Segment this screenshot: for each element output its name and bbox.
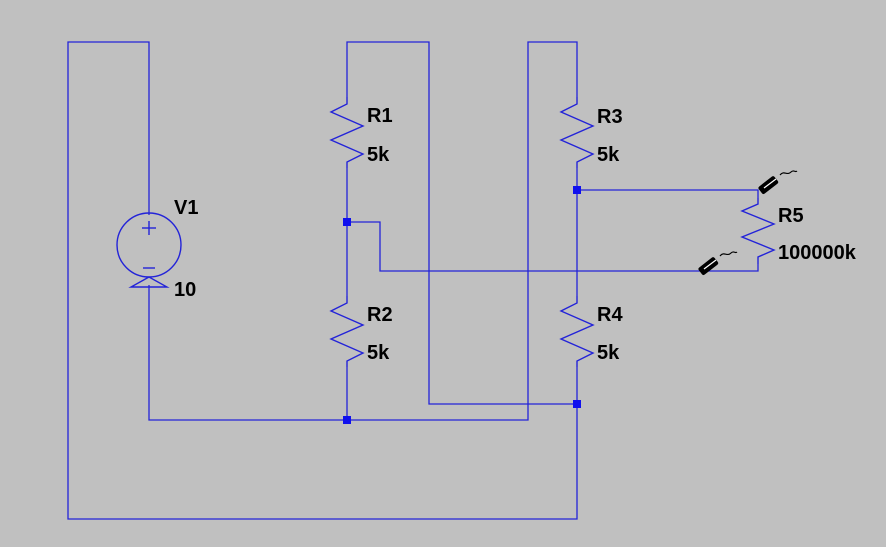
- resistor-r3[interactable]: [559, 97, 595, 168]
- voltage-probe-icon[interactable]: [758, 170, 798, 195]
- wire-v1-top-outer-loop[interactable]: [67, 41, 578, 520]
- resistor-r1[interactable]: [329, 97, 365, 168]
- wire-v1-bottom-to-r2[interactable]: [148, 41, 578, 421]
- v1-value-label: 10: [174, 279, 196, 301]
- junction-r4-bottom: [573, 400, 581, 408]
- r5-name-label: R5: [778, 205, 804, 227]
- r4-value-label: 5k: [597, 342, 620, 364]
- wire-r1r2-node-to-r5[interactable]: [347, 221, 759, 272]
- r5-value-label: 100000k: [778, 242, 857, 264]
- junctions: [343, 186, 581, 424]
- resistor-r2[interactable]: [329, 296, 365, 367]
- r4-name-label: R4: [597, 304, 623, 326]
- junction-r1-r2: [343, 218, 351, 226]
- wire-r3r4-node-to-r5[interactable]: [577, 189, 759, 198]
- r3-value-label: 5k: [597, 144, 620, 166]
- junction-r2-bottom: [343, 416, 351, 424]
- r1-value-label: 5k: [367, 144, 390, 166]
- voltage-source-v1[interactable]: [116, 212, 182, 288]
- r3-name-label: R3: [597, 106, 623, 128]
- r2-name-label: R2: [367, 304, 393, 326]
- resistor-r4[interactable]: [559, 296, 595, 367]
- wire-r1-top-to-r4-bottom[interactable]: [346, 41, 577, 405]
- voltage-probe-icon[interactable]: [698, 251, 738, 276]
- resistor-r5[interactable]: [740, 198, 776, 264]
- labels: V1 10 R1 5k R2 5k R3 5k R4 5k R5 100000k: [174, 105, 857, 364]
- junction-r3-r4: [573, 186, 581, 194]
- v1-name-label: V1: [174, 197, 198, 219]
- r1-name-label: R1: [367, 105, 393, 127]
- r2-value-label: 5k: [367, 342, 390, 364]
- wires: [67, 41, 759, 520]
